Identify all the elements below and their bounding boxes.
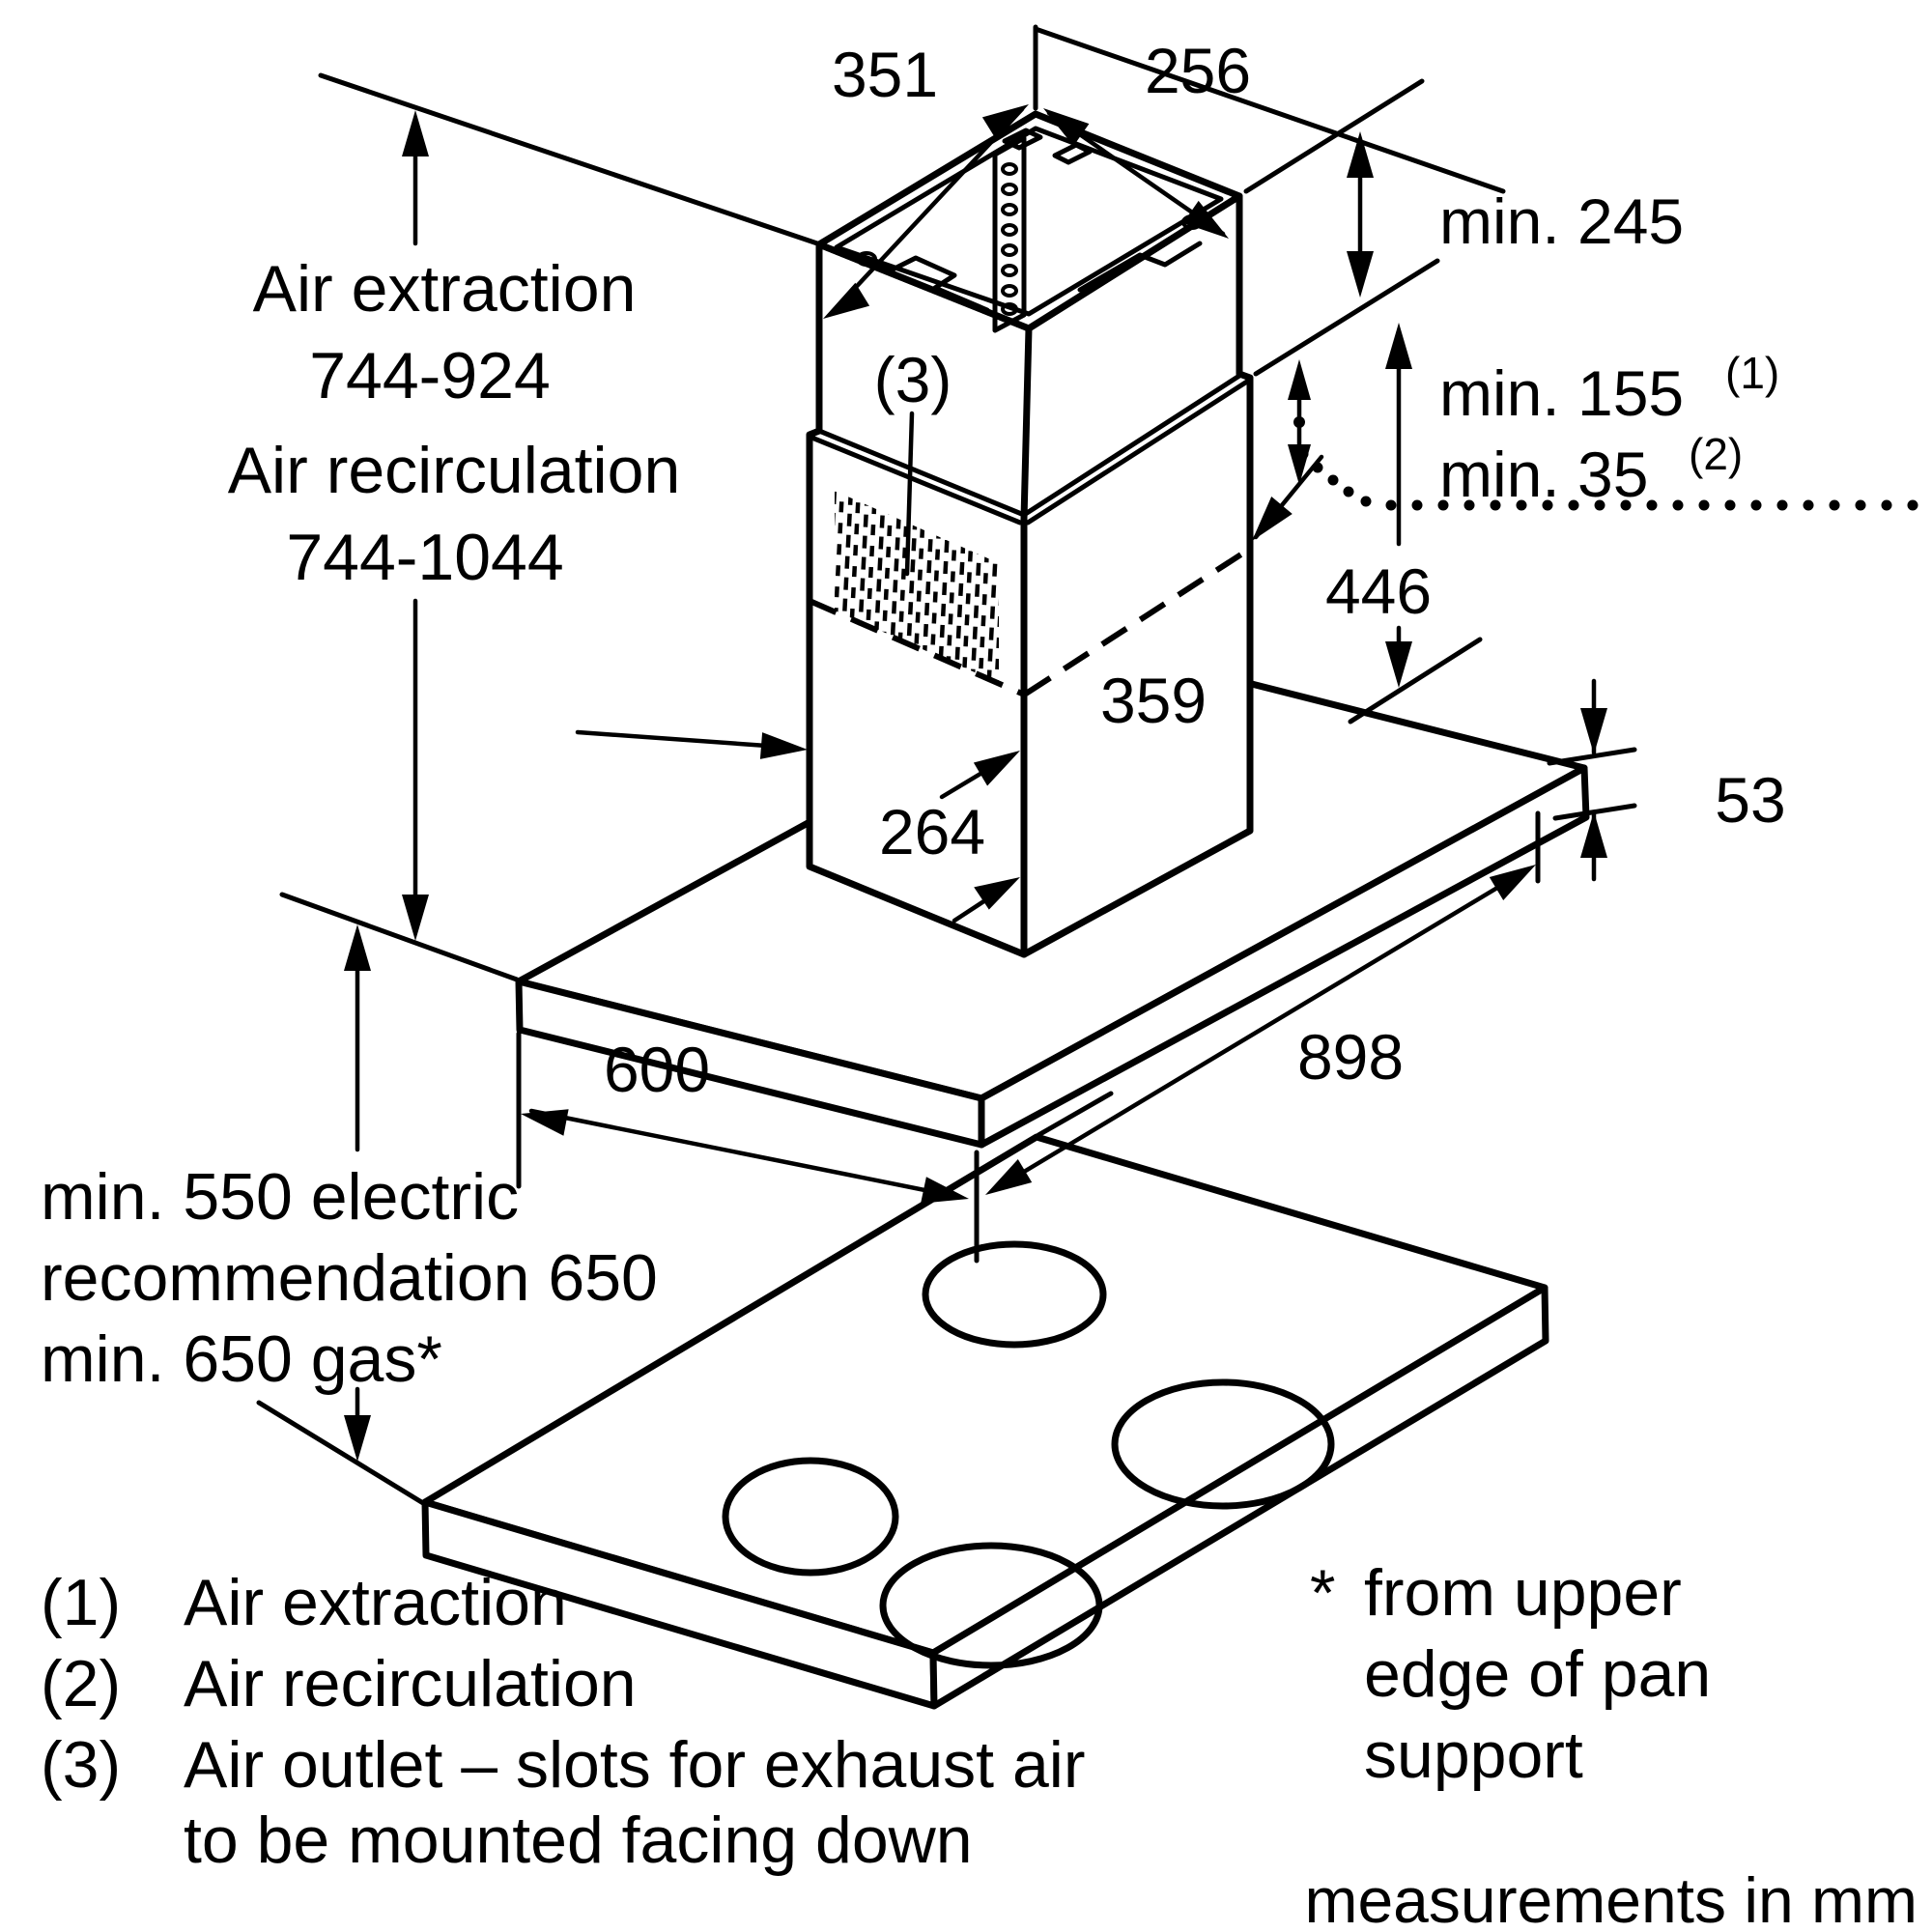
labels: 351 256 min. 245 min. 155 (1) min. 35 (2… — [41, 35, 1918, 1932]
legend-2-text: Air recirculation — [184, 1647, 637, 1720]
ceiling-ext-left — [318, 72, 820, 246]
legend-1-text: Air extraction — [184, 1566, 567, 1639]
chimney-top-ext-right — [1243, 78, 1425, 194]
air-recirculation-range: 744-1044 — [286, 521, 563, 594]
hob-left-ext — [256, 1400, 426, 1506]
legend-3-cont: to be mounted facing down — [184, 1804, 973, 1877]
legend-1-num: (1) — [41, 1566, 121, 1639]
air-outlet-slots-hatch — [835, 491, 999, 683]
clearance-gas: min. 650 gas* — [41, 1322, 442, 1396]
units-note: measurements in mm — [1304, 1864, 1918, 1932]
chimney-sleeve-edge-left — [807, 434, 1023, 526]
dim-351: 351 — [832, 39, 938, 110]
extension-lines — [256, 24, 1637, 1506]
chimney-front-edge — [1020, 325, 1033, 958]
dimension-lines — [344, 104, 1607, 1462]
dim-min155-ref: (1) — [1725, 348, 1779, 398]
chimney-sleeve-edge-right — [1025, 377, 1253, 526]
dim-600: 600 — [604, 1034, 710, 1105]
burner-back — [922, 1240, 1107, 1349]
air-recirculation-label: Air recirculation — [228, 434, 681, 507]
footnote-line2: edge of pan — [1364, 1637, 1711, 1711]
hidden-depth-line-left — [808, 598, 1024, 696]
footnote-star: * — [1310, 1556, 1335, 1630]
ceiling-ext-right — [1033, 26, 1506, 194]
air-extraction-label: Air extraction — [253, 252, 637, 326]
legend-3-text: Air outlet – slots for exhaust air — [184, 1728, 1086, 1802]
air-extraction-range: 744-924 — [309, 339, 551, 412]
ref-3-callout: (3) — [874, 344, 952, 415]
hob-cooktop — [421, 1133, 1549, 1710]
mounting-rail — [992, 135, 1027, 333]
legend-3-num: (3) — [41, 1728, 121, 1802]
canopy-thickness-ext-upper — [1547, 747, 1637, 766]
sleeve-top-ext-right — [1253, 258, 1440, 377]
legend-2-num: (2) — [41, 1647, 121, 1720]
dim-min35-ref: (2) — [1689, 429, 1743, 479]
dim-min35: min. 35 — [1439, 439, 1648, 510]
canopy-front-right-side — [978, 764, 1590, 1149]
mounting-bracket-tabs — [847, 128, 1203, 313]
canopy-top-ext-left — [279, 892, 520, 982]
footnote: * from upper edge of pan support — [1310, 1556, 1711, 1792]
dim-min245: min. 245 — [1439, 185, 1684, 257]
dim-264: 264 — [879, 796, 985, 867]
burner-right — [1111, 1378, 1335, 1510]
legend: (1) Air extraction (2) Air recirculation… — [41, 1566, 1086, 1877]
dim-359: 359 — [1100, 665, 1207, 736]
chimney-duct — [806, 110, 1254, 958]
hob-back-ext — [1036, 1091, 1114, 1138]
dim-min155: min. 155 — [1439, 357, 1684, 429]
hob-right-side — [929, 1284, 1549, 1710]
chimney-joint-right — [1021, 373, 1242, 518]
clearance-electric: min. 550 electric — [41, 1160, 519, 1234]
height-range-labels: Air extraction 744-924 Air recirculation… — [228, 252, 681, 594]
clearance-recommendation: recommendation 650 — [41, 1241, 658, 1315]
footnote-line1: from upper — [1364, 1556, 1682, 1630]
dotted-reference-line — [1293, 416, 1918, 511]
hob-clearance-labels: min. 550 electric recommendation 650 min… — [41, 1160, 658, 1396]
burner-left — [722, 1457, 899, 1577]
footnote-line3: support — [1364, 1719, 1583, 1792]
dim-53: 53 — [1715, 764, 1785, 836]
dim-446: 446 — [1325, 555, 1432, 627]
burner-front — [879, 1542, 1103, 1669]
dim-256: 256 — [1145, 35, 1251, 106]
dim-898: 898 — [1297, 1021, 1404, 1093]
chimney-height-ext-bottom — [1348, 637, 1483, 724]
chimney-joint-left — [816, 428, 1027, 518]
